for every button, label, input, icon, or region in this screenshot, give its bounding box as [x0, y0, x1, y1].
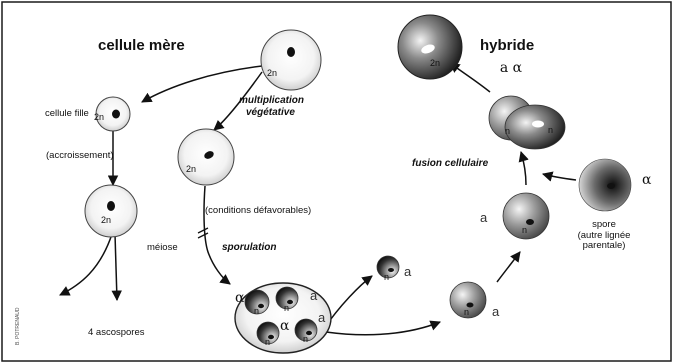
grown-cell [85, 185, 137, 237]
nucleus-icon [107, 201, 115, 211]
label-multiplication: multiplication [239, 95, 304, 106]
mating-type-a: a [318, 310, 326, 325]
arrow-ascus-to-spore-right [326, 322, 440, 335]
ploidy-label: n [254, 306, 259, 316]
ploidy-label: n [384, 272, 389, 282]
mating-type-alpha: α [235, 290, 245, 306]
label-sporulation: sporulation [222, 242, 276, 253]
label-hybrid-genotype: a α [500, 60, 523, 76]
ploidy-label: 2n [186, 164, 196, 174]
mating-type-a: a [310, 288, 318, 303]
label-cellule-mere: cellule mère [98, 37, 185, 54]
label-accroissement: (accroissement) [46, 150, 114, 161]
hybrid-cell [398, 15, 462, 79]
arrow-sporulation [204, 186, 230, 284]
mother-cell [261, 30, 321, 90]
ploidy-label: n [303, 334, 308, 344]
label-parentale: parentale) [583, 240, 626, 251]
fusing-cells [489, 96, 565, 149]
mating-type-alpha: α [642, 172, 652, 188]
ploidy-label: n [265, 337, 270, 347]
label-spore: spore [592, 219, 616, 230]
author-credit: B. POTRENAUD [15, 307, 21, 345]
label-meiose: méiose [147, 242, 178, 253]
arrow-fusion-up [521, 152, 526, 185]
arrow-divide-down [115, 234, 117, 300]
ploidy-label: n [522, 225, 527, 235]
alpha-spore [579, 159, 631, 211]
ploidy-label: 2n [267, 68, 277, 78]
mating-type-a: a [404, 264, 412, 279]
ploidy-label: 2n [94, 112, 104, 122]
label-hybride: hybride [480, 37, 534, 54]
label-conditions: (conditions défavorables) [205, 205, 311, 216]
mating-type-a: a [492, 304, 500, 319]
nucleus-icon [287, 47, 295, 57]
meiosis-marks [198, 228, 208, 238]
label-4-ascospores: 4 ascospores [88, 327, 145, 338]
ploidy-label: 2n [430, 58, 440, 68]
label-vegetative: végétative [246, 107, 295, 118]
mating-type-alpha: α [280, 318, 290, 334]
label-cellule-fille: cellule fille [45, 108, 89, 119]
nucleus-icon [112, 110, 120, 119]
arrow-divide-left [60, 234, 112, 295]
ploidy-label: n [284, 303, 289, 313]
ploidy-label: 2n [101, 215, 111, 225]
ploidy-label: n [505, 126, 510, 136]
ploidy-label: n [464, 307, 469, 317]
arrow-to-hybrid [450, 63, 490, 92]
arrow-spore-fusion [543, 174, 576, 180]
vegetative-cell [178, 129, 234, 185]
label-fusion-cellulaire: fusion cellulaire [412, 158, 489, 169]
arrow-spore-up [497, 252, 520, 282]
ploidy-label: n [548, 125, 553, 135]
mating-type-a: a [480, 210, 488, 225]
